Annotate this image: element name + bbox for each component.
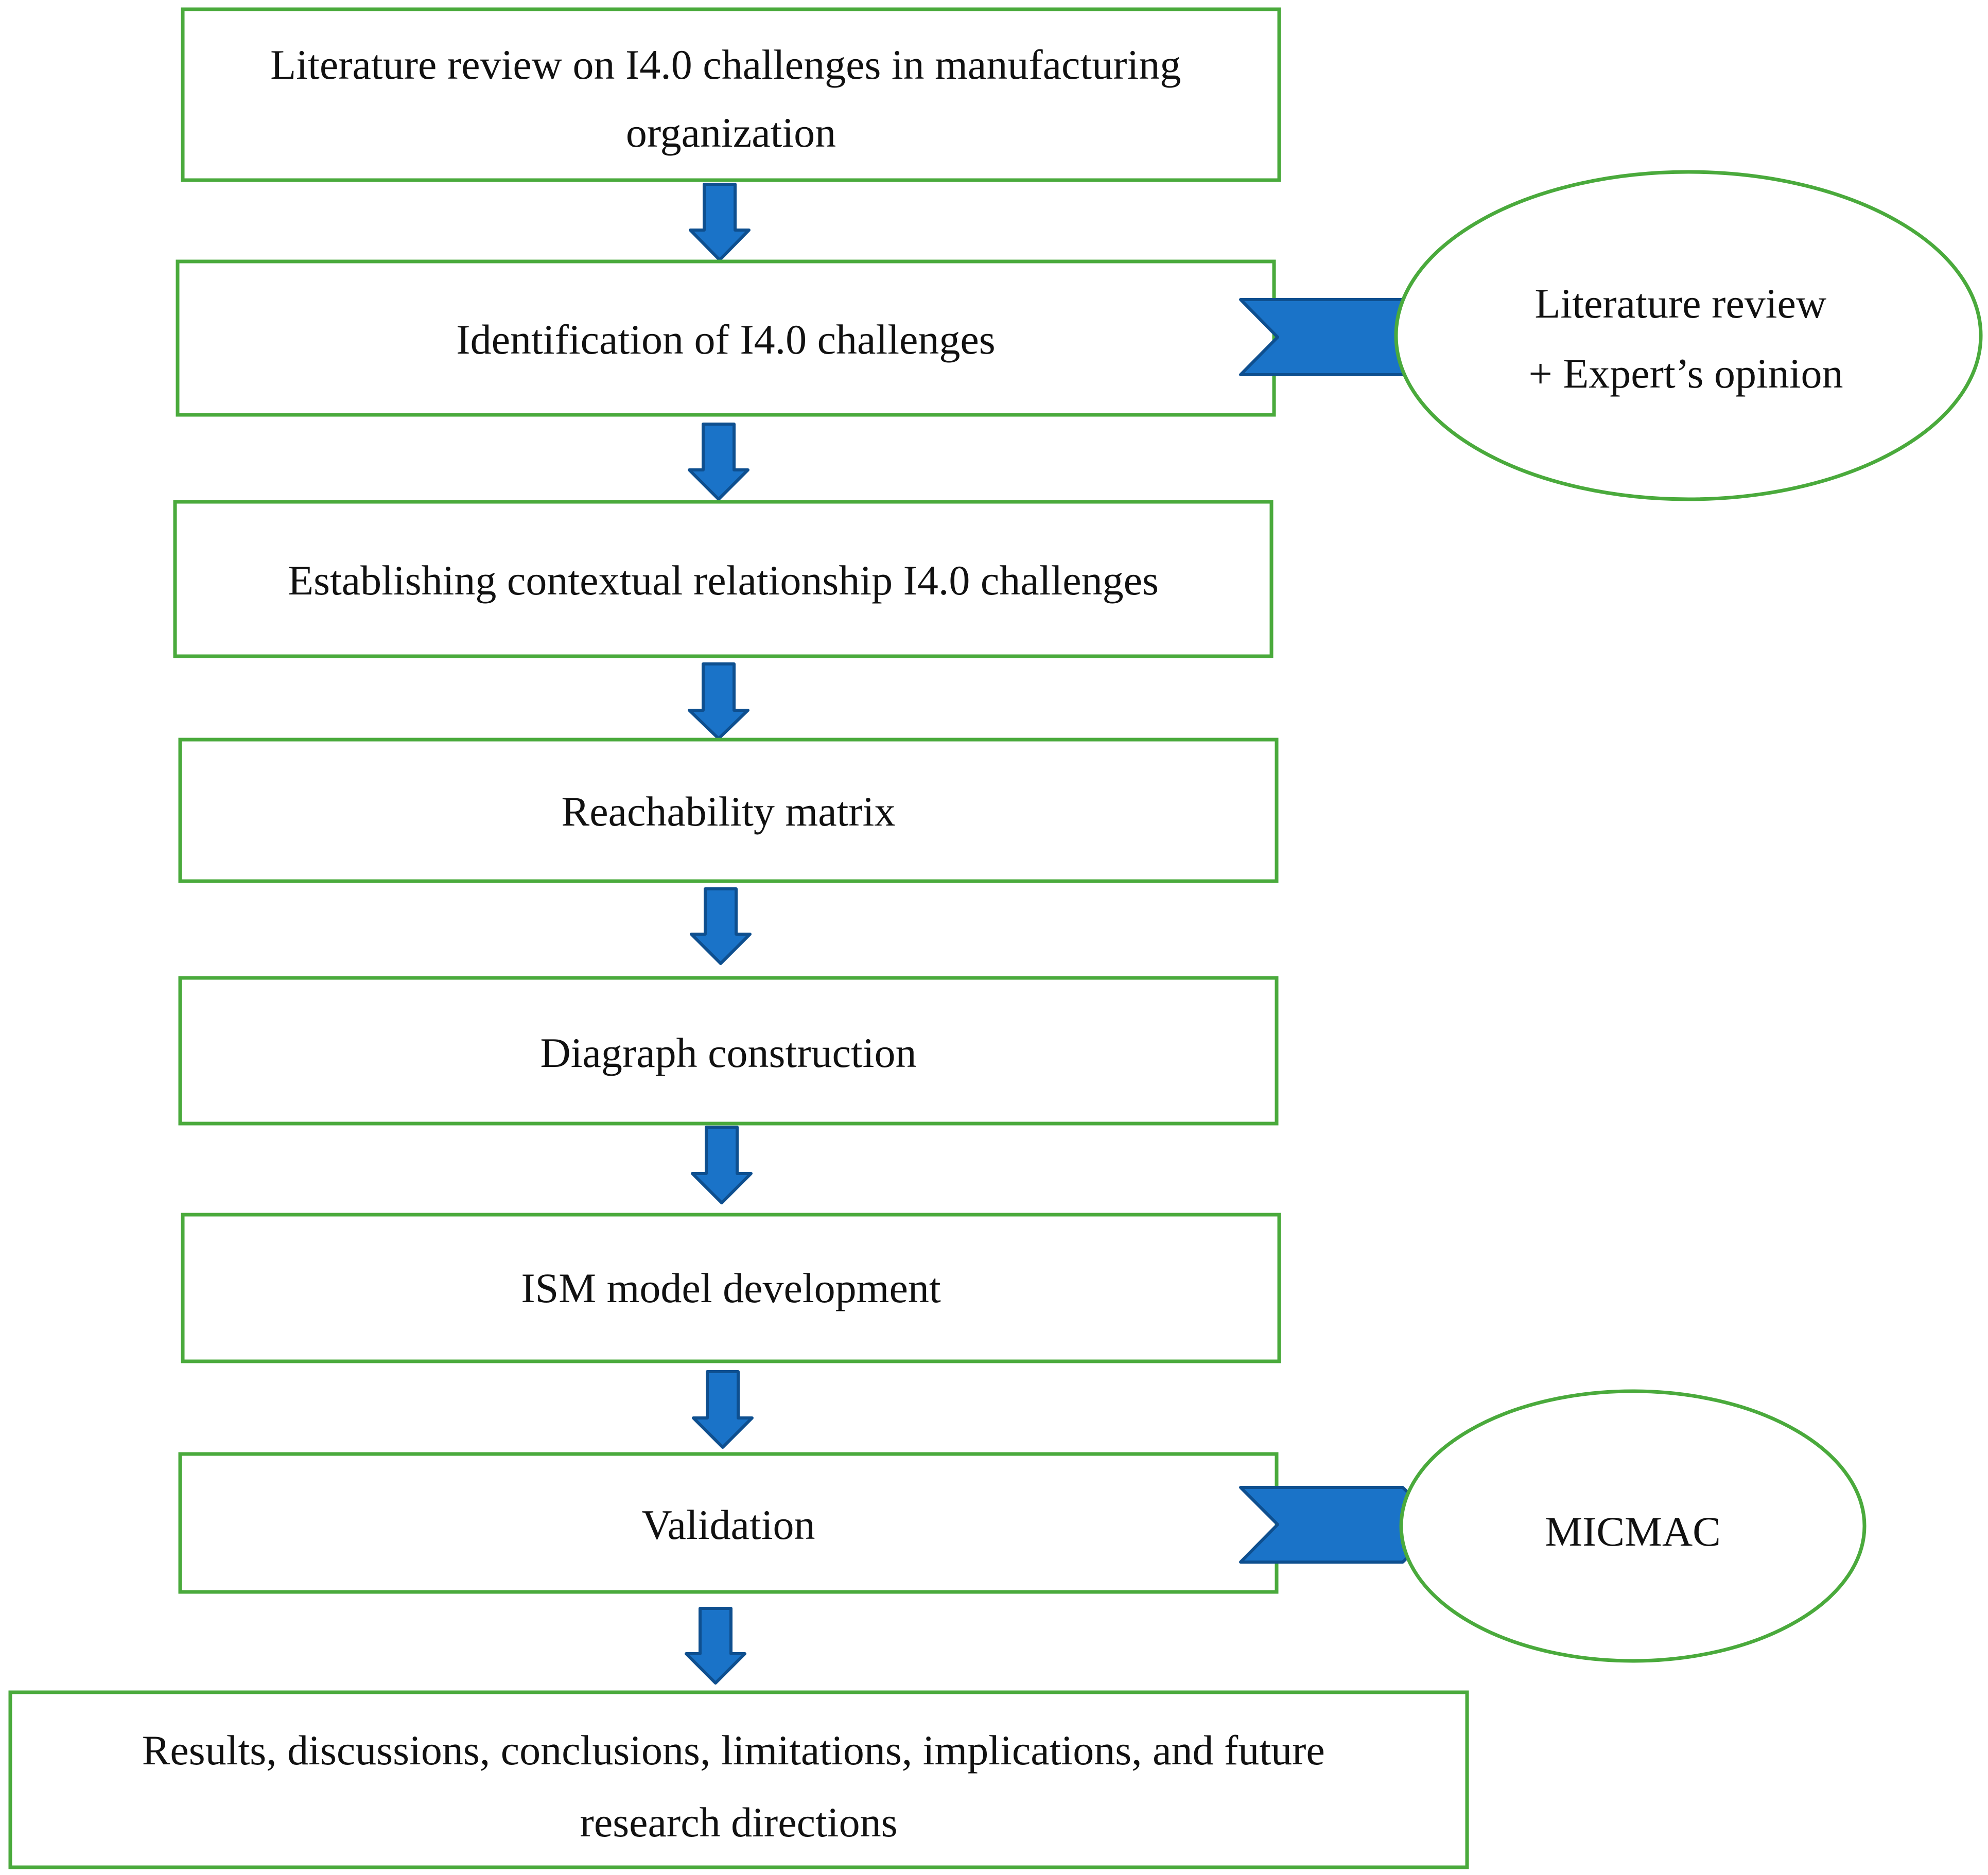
step-8-results: Results, discussions, conclusions, limit… [8,1690,1469,1869]
down-arrow-4 [690,887,752,965]
step-3-contextual-relationship: Establishing contextual relationship I4.… [173,500,1274,658]
side-input-micmac: MICMAC [1399,1389,1867,1663]
down-arrow-6 [692,1370,754,1449]
side-input-1-line-1: Literature review [1534,280,1826,327]
step-3-line-1: Establishing contextual relationship I4.… [288,557,1159,604]
svg-text:Identification of I4.0 challen: Identification of I4.0 challenges [456,316,995,363]
side-input-1-line-2: + Expert’s opinion [1528,350,1843,397]
step-2-identification: Identification of I4.0 challenges [176,259,1276,417]
svg-text:Literature review + Expe: Literature review + Expert’s opinion [1528,280,1843,397]
step-5-diagraph-construction: Diagraph construction [178,976,1279,1126]
step-6-line-1: ISM model development [521,1265,941,1311]
side-input-literature-expert: Literature review + Expert’s opinion [1394,170,1983,501]
step-7-validation: Validation [178,1452,1279,1594]
svg-text:ISM model development: ISM model development [521,1265,941,1311]
step-7-line-1: Validation [641,1501,815,1548]
step-1-line-2: organization [626,109,836,156]
svg-text:Establishing contextual relati: Establishing contextual relationship I4.… [288,557,1159,604]
svg-text:Literature review on I4.0 chal: Literature review on I4.0 challenges in … [270,41,1192,156]
svg-text:Validation: Validation [641,1501,815,1548]
step-1-line-1: Literature review on I4.0 challenges in … [270,41,1181,88]
side-input-1-ellipse [1394,170,1983,501]
chevron-arrow-2 [1239,1486,1443,1564]
step-3-box [173,500,1274,658]
down-arrow-3 [688,662,749,740]
svg-text:MICMAC: MICMAC [1545,1508,1721,1555]
step-5-line-1: Diagraph construction [540,1029,917,1076]
step-5-box [178,976,1279,1126]
step-1-box [181,7,1281,182]
svg-text:Results, discussions, conclusi: Results, discussions, conclusions, limit… [142,1727,1336,1846]
step-8-line-2: research directions [580,1799,898,1846]
svg-text:Diagraph construction: Diagraph construction [540,1029,917,1076]
svg-text:Reachability matrix: Reachability matrix [562,788,896,835]
step-8-line-1: Results, discussions, conclusions, limit… [142,1727,1325,1774]
side-input-2-line-1: MICMAC [1545,1508,1721,1555]
side-input-2-ellipse [1399,1389,1867,1663]
step-4-reachability-matrix: Reachability matrix [178,738,1279,883]
step-4-box [178,738,1279,883]
step-4-line-1: Reachability matrix [562,788,896,835]
down-arrow-7 [685,1607,746,1685]
down-arrow-2 [688,423,749,501]
step-8-box [8,1690,1469,1869]
down-arrow-1 [689,183,751,261]
step-2-box [176,259,1276,417]
step-1-literature-review: Literature review on I4.0 challenges in … [181,7,1281,182]
step-2-line-1: Identification of I4.0 challenges [456,316,995,363]
step-7-box [178,1452,1279,1594]
step-6-box [181,1213,1281,1363]
step-6-ism-model: ISM model development [181,1213,1281,1363]
down-arrow-5 [691,1126,753,1204]
